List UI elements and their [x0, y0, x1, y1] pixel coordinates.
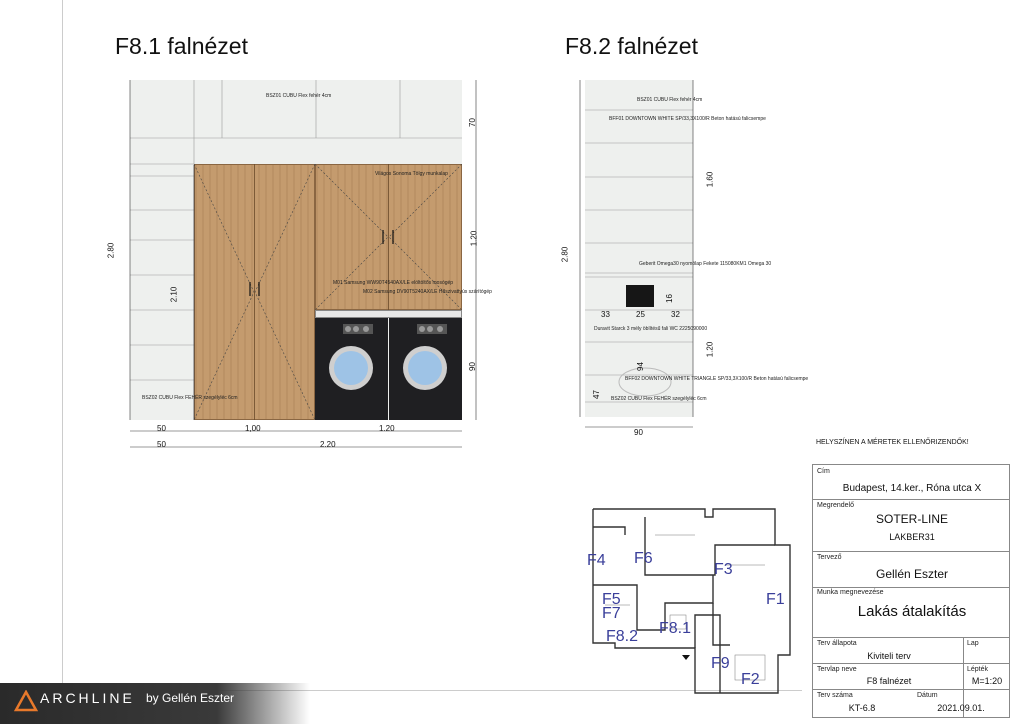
dim-right-47: 47 — [591, 390, 601, 399]
tall-cabinet-lines — [194, 164, 315, 420]
fp-label-f4: F4 — [587, 552, 606, 569]
dim-right-33: 33 — [601, 310, 610, 319]
fp-label-f81: F8.1 — [659, 620, 692, 637]
tb-munka-value: Lakás átalakítás — [857, 603, 967, 620]
fp-label-f9: F9 — [711, 655, 730, 672]
tb-tervezo-value: Gellén Eszter — [875, 567, 949, 581]
tb-cim-value: Budapest, 14.ker., Róna utca X — [842, 483, 982, 494]
washer-dryer — [315, 318, 462, 420]
sheet-frame-bottom — [62, 690, 802, 691]
tb-munka-label: Munka megnevezése — [817, 589, 884, 596]
wall-wc — [618, 367, 672, 397]
dim-left-h-upper: 1.20 — [469, 230, 479, 247]
note-worktop: Világos Sonoma Tölgy munkalap — [375, 171, 448, 177]
dim-left-w-120: 1.20 — [379, 424, 395, 433]
archline-logo-icon — [14, 690, 38, 712]
tb-megrendelo-label: Megrendelő — [817, 502, 854, 509]
tb-lepték-value: M=1:20 — [971, 676, 1003, 686]
sheet-frame-left — [62, 0, 63, 690]
warning-text: HELYSZÍNEN A MÉRETEK ELLENŐRIZENDŐK! — [816, 439, 969, 446]
brand-bar — [0, 683, 310, 724]
dim-right-32: 32 — [671, 310, 680, 319]
dim-left-h-mach: 90 — [467, 362, 477, 371]
note-right-bsz02: BSZ02 CUBU Flex FEHÉR szegélyléc 6cm — [611, 396, 707, 402]
tb-lapneve-value: F8 falnézet — [866, 676, 912, 686]
tb-lepték-label: Lépték — [967, 666, 989, 673]
tb-tervezo-label: Tervező — [817, 554, 842, 561]
dim-left-w-220: 2.20 — [320, 440, 336, 449]
tb-cim-label: Cím — [817, 468, 830, 475]
dim-left-h-total: 2.80 — [106, 242, 116, 259]
tb-datum-value: 2021.09.01. — [937, 703, 985, 713]
flush-plate — [626, 285, 654, 307]
note-bsz02: BSZ02 CUBU Flex FEHÉR szegélyléc 6cm — [142, 395, 238, 401]
floor-plan — [592, 508, 791, 694]
dim-right-h-top: 1.60 — [705, 171, 715, 188]
tb-megrendelo-value: SOTER-LINE — [875, 512, 948, 526]
tb-szam-label: Terv száma — [817, 692, 853, 699]
fp-label-f7: F7 — [602, 605, 621, 622]
right-dimension-lines — [579, 80, 694, 428]
note-right-duravit: Duravit Starck 3 mély öblítésű fali WC 2… — [594, 326, 708, 332]
fp-label-f2: F2 — [741, 671, 760, 688]
title-block: Cím Budapest, 14.ker., Róna utca X Megre… — [812, 464, 1010, 718]
elevation-left: BSZ01 CUBU Flex fehér 4cm Világos Sonoma… — [130, 80, 492, 420]
note-bsz01: BSZ01 CUBU Flex fehér 4cm — [266, 93, 332, 99]
fp-label-f82: F8.2 — [606, 628, 639, 645]
view-title-left: F8.1 falnézet — [115, 33, 248, 59]
tb-megrendelo-sub: LAKBER31 — [889, 532, 935, 542]
dim-left-w-100: 1,00 — [245, 424, 261, 433]
note-right-bsz01: BSZ01 CUBU Flex fehér 4cm — [637, 97, 703, 103]
dim-right-16: 16 — [664, 294, 674, 303]
note-right-geberit: Geberit Omega30 nyomólap Fekete 115080KM… — [639, 261, 772, 267]
dim-left-h-top: 70 — [467, 118, 477, 127]
tb-datum-label: Dátum — [917, 692, 938, 699]
upper-cabinet-lines — [315, 164, 462, 310]
brand-suffix: by Gellén Eszter — [146, 691, 235, 705]
dim-left-w-50a: 50 — [157, 424, 166, 433]
dim-left-h-cab: 2.10 — [169, 286, 179, 303]
tb-lap-label: Lap — [967, 640, 979, 647]
dim-right-94: 94 — [635, 362, 645, 371]
note-right-bff02: BFF02 DOWNTOWN WHITE TRIANGLE SP/33,3X10… — [625, 376, 809, 382]
brand-name: ARCHLINE — [40, 690, 135, 706]
dim-right-h-total: 2.80 — [560, 246, 570, 263]
dim-left-w-50b: 50 — [157, 440, 166, 449]
tb-szam-value: KT-6.8 — [848, 703, 876, 713]
view-title-right: F8.2 falnézet — [565, 33, 698, 59]
tile-wall-right — [585, 80, 693, 417]
tb-allapot-label: Terv állapota — [817, 640, 857, 647]
dim-right-h-bottom: 1.20 — [705, 341, 715, 358]
elevation-right: BSZ01 CUBU Flex fehér 4cm BFF01 DOWNTOWN… — [585, 80, 808, 417]
note-m01: M01 Samsung WW90T4540AX/LE elöltöltős mo… — [333, 280, 454, 286]
worktop — [315, 310, 462, 318]
note-right-bff01: BFF01 DOWNTOWN WHITE SP/33,3X100/R Beton… — [609, 116, 766, 122]
fp-label-f5: F5 — [602, 591, 621, 608]
fp-label-f3: F3 — [714, 561, 733, 578]
tile-grid-right — [585, 109, 693, 403]
left-dimension-lines — [129, 80, 477, 448]
fp-label-f6: F6 — [634, 550, 653, 567]
tb-allapot-value: Kiviteli terv — [867, 651, 911, 661]
fp-label-f1: F1 — [766, 591, 785, 608]
tb-lapneve-label: Tervlap neve — [817, 666, 857, 673]
dim-right-25: 25 — [636, 310, 645, 319]
note-m02: M02 Samsung DV90T5240AX/LE Hőszivattyús … — [363, 289, 492, 295]
dim-right-w-90: 90 — [634, 428, 643, 437]
